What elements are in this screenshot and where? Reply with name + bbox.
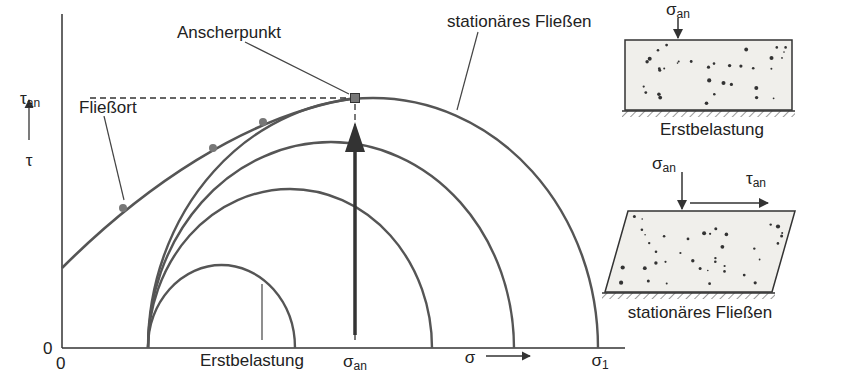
curve-label: stationäres Fließen — [445, 13, 594, 30]
particle-dot — [709, 233, 711, 235]
particle-dot — [658, 96, 662, 100]
axis-value-label: τan — [20, 90, 40, 109]
particle-dot — [665, 44, 668, 47]
particle-dot — [644, 91, 647, 94]
axis-value-label: σan — [343, 353, 367, 372]
particle-dot — [780, 234, 783, 237]
particle-dot — [713, 93, 716, 96]
particle-dot — [770, 68, 772, 70]
particle-dot — [702, 231, 706, 235]
particle-dot — [743, 274, 746, 277]
particle-dot — [744, 48, 748, 52]
particle-dot — [690, 60, 693, 63]
particle-dot — [728, 64, 731, 67]
particle-dot — [708, 282, 711, 285]
particle-dot — [657, 49, 660, 52]
particle-dot — [687, 238, 690, 241]
particle-dot — [730, 83, 733, 86]
particle-dot — [725, 233, 729, 237]
particle-dot — [658, 69, 661, 72]
particle-dot — [724, 265, 726, 267]
particle-dot — [678, 60, 680, 62]
particle-dot — [783, 51, 785, 53]
particle-dot — [755, 96, 758, 99]
particle-dot — [633, 215, 636, 218]
load-label: τan — [746, 170, 766, 189]
origin-label: 0 — [43, 340, 52, 357]
particle-dot — [645, 60, 648, 63]
particle-dot — [723, 270, 726, 273]
particle-dot — [621, 265, 625, 269]
particle-dot — [707, 270, 709, 272]
axis-value-label: σ1 — [591, 352, 608, 371]
origin-label: 0 — [56, 355, 65, 372]
particle-dot — [753, 247, 755, 249]
particle-dot — [655, 251, 658, 254]
particle-dot — [691, 259, 694, 262]
particle-dot — [699, 267, 702, 270]
particle-dot — [643, 266, 647, 270]
load-label: σan — [666, 1, 690, 20]
particle-dot — [770, 223, 772, 225]
particle-dot — [773, 97, 775, 99]
curve-label: Fließort — [77, 99, 139, 116]
particle-dot — [721, 245, 725, 249]
particle-dot — [663, 235, 666, 238]
particle-dot — [647, 280, 650, 283]
particle-dot — [707, 78, 711, 82]
particle-dot — [641, 228, 644, 231]
particle-dot — [770, 56, 774, 60]
particle-dot — [722, 81, 726, 85]
caption-label: Erstbelastung — [660, 121, 764, 138]
particle-dot — [657, 92, 661, 96]
particle-dot — [619, 281, 623, 285]
particle-dot — [663, 67, 665, 69]
particle-dot — [714, 260, 717, 263]
particle-dot — [648, 242, 650, 244]
particle-dot — [641, 218, 643, 220]
caption-label: stationäres Fließen — [628, 304, 773, 321]
particle-dot — [714, 257, 716, 259]
particle-dot — [666, 283, 668, 285]
axis-title: τ — [26, 152, 33, 169]
particle-dot — [664, 261, 666, 263]
particle-dot — [781, 232, 783, 234]
particle-dot — [713, 62, 716, 65]
particle-dot — [776, 224, 780, 228]
particle-dot — [705, 102, 709, 106]
particle-dot — [677, 62, 679, 64]
particle-dot — [739, 65, 742, 68]
particle-dot — [776, 46, 779, 49]
particle-dot — [707, 66, 710, 69]
particle-dot — [781, 57, 783, 59]
particle-dot — [777, 242, 780, 245]
particle-dot — [648, 57, 652, 61]
load-label: σan — [652, 155, 676, 174]
particle-dot — [752, 67, 755, 70]
particle-dot — [784, 46, 787, 49]
particle-dot — [643, 86, 645, 88]
circle-label: Erstbelastung — [198, 352, 306, 369]
axis-title: σ — [465, 349, 476, 366]
particle-dot — [654, 261, 657, 264]
point-label: Anscherpunkt — [175, 24, 283, 41]
particle-dot — [754, 281, 757, 284]
particle-dot — [754, 86, 758, 90]
particle-dot — [679, 252, 681, 254]
particle-dot — [759, 259, 761, 261]
particle-dot — [714, 227, 717, 230]
particle-dot — [644, 234, 646, 236]
